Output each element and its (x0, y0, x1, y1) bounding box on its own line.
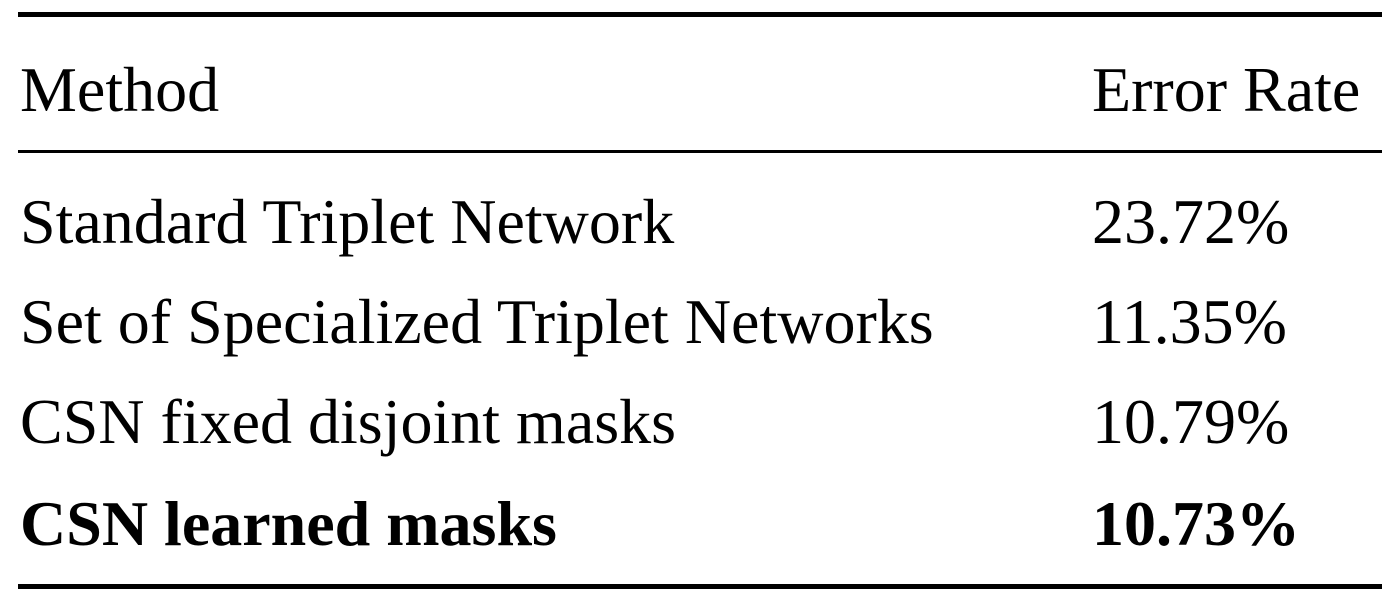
row-2-method: CSN fixed disjoint masks (20, 386, 677, 457)
row-1-method: Set of Specialized Triplet Networks (20, 286, 934, 357)
header-rule (18, 150, 1382, 153)
row-0-error-rate: 23.72% (1092, 186, 1290, 257)
header-error-rate: Error Rate (1092, 54, 1361, 125)
row-0-method: Standard Triplet Network (20, 186, 675, 257)
row-3-error-rate: 10.73% (1092, 488, 1300, 559)
row-1-error-rate: 11.35% (1092, 286, 1287, 357)
row-3-method: CSN learned masks (20, 488, 557, 559)
header-method: Method (20, 54, 220, 125)
bottom-rule (18, 584, 1382, 589)
row-2-error-rate: 10.79% (1092, 386, 1290, 457)
top-rule (18, 12, 1382, 17)
